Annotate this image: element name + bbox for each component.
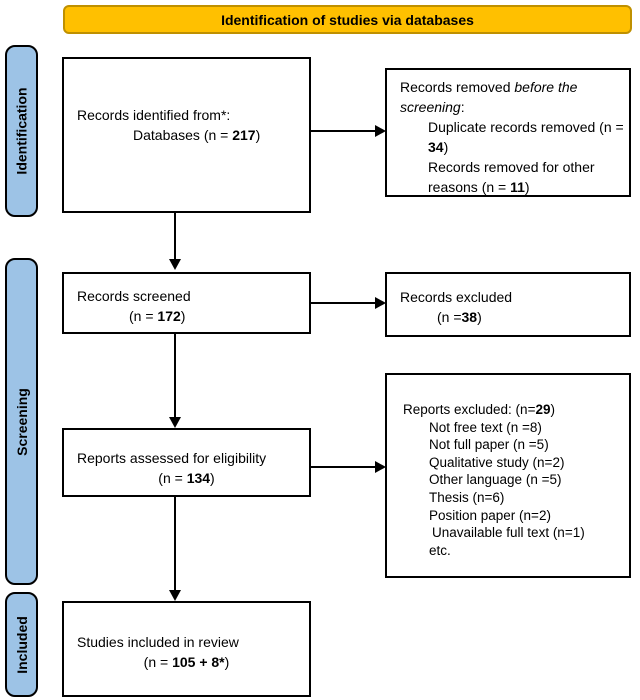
arrowhead-down-icon bbox=[169, 590, 181, 601]
records-removed-title: Records removed before the screening: bbox=[400, 79, 578, 115]
arrowhead-down-icon bbox=[169, 417, 181, 428]
records-removed-other: Records removed for other reasons (n = 1… bbox=[428, 159, 595, 195]
arrowhead-right-icon bbox=[375, 461, 386, 473]
stage-included-label: Included bbox=[13, 615, 30, 674]
reports-excluded-reason: Position paper (n=2) bbox=[429, 507, 551, 523]
box-records-screened: Records screened (n = 172) bbox=[62, 272, 311, 334]
records-excluded-count: (n =38) bbox=[437, 309, 482, 325]
box-studies-included: Studies included in review (n = 105 + 8*… bbox=[62, 601, 311, 697]
arrow-identified-to-removed-line bbox=[311, 130, 377, 132]
stage-included: Included bbox=[5, 592, 38, 697]
studies-included-line1: Studies included in review bbox=[77, 634, 239, 650]
arrowhead-down-icon bbox=[169, 259, 181, 270]
box-records-excluded: Records excluded (n =38) bbox=[385, 272, 631, 337]
reports-assessed-line1: Reports assessed for eligibility bbox=[77, 450, 267, 466]
stage-identification-label: Identification bbox=[13, 87, 30, 175]
reports-excluded-etc: etc. bbox=[429, 542, 451, 558]
box-records-identified: Records identified from*: Databases (n =… bbox=[62, 57, 311, 213]
reports-excluded-header: Reports excluded: (n=29) bbox=[403, 402, 555, 417]
records-removed-duplicates: Duplicate records removed (n = 34) bbox=[428, 119, 624, 155]
arrow-assessed-to-reports-excluded-line bbox=[311, 466, 377, 468]
studies-included-count: (n = 105 + 8*) bbox=[143, 654, 230, 670]
banner-identification-via-databases: Identification of studies via databases bbox=[63, 5, 632, 34]
reports-excluded-reason: Thesis (n=6) bbox=[429, 489, 505, 505]
stage-identification: Identification bbox=[5, 45, 38, 217]
arrow-identified-to-screened-line bbox=[174, 213, 176, 260]
reports-excluded-reason: Qualitative study (n=2) bbox=[429, 454, 565, 470]
reports-excluded-reason: Not full paper (n =5) bbox=[429, 437, 549, 453]
arrowhead-right-icon bbox=[375, 297, 386, 309]
arrow-screened-to-excluded-line bbox=[311, 302, 377, 304]
reports-excluded-reason: Not free text (n =8) bbox=[429, 419, 542, 435]
records-excluded-line1: Records excluded bbox=[400, 289, 513, 305]
arrow-assessed-to-included-line bbox=[174, 497, 176, 590]
box-records-removed: Records removed before the screening: Du… bbox=[385, 68, 631, 197]
banner-label: Identification of studies via databases bbox=[221, 11, 474, 28]
records-identified-count: Databases (n = 217) bbox=[133, 127, 261, 143]
box-reports-excluded: Reports excluded: (n=29) Not free text (… bbox=[385, 373, 631, 578]
records-screened-count: (n = 172) bbox=[129, 308, 186, 324]
reports-assessed-count: (n = 134) bbox=[158, 470, 215, 486]
records-identified-line1: Records identified from*: bbox=[77, 107, 231, 123]
reports-excluded-reason: Unavailable full text (n=1) bbox=[432, 525, 585, 541]
records-screened-line1: Records screened bbox=[77, 288, 191, 304]
arrowhead-right-icon bbox=[375, 125, 386, 137]
stage-screening-label: Screening bbox=[13, 387, 30, 456]
reports-excluded-reason: Other language (n =5) bbox=[429, 472, 562, 488]
box-reports-assessed: Reports assessed for eligibility (n = 13… bbox=[62, 428, 311, 497]
stage-screening: Screening bbox=[5, 258, 38, 585]
arrow-screened-to-assessed-line bbox=[174, 334, 176, 417]
